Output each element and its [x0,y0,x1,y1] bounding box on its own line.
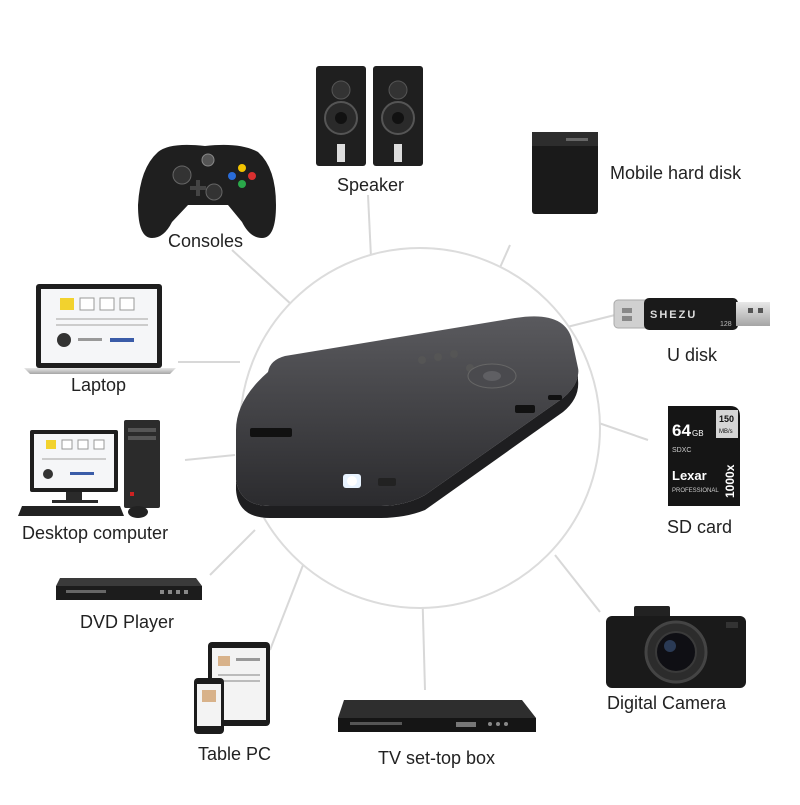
sd-speed-text: 150 [719,414,734,424]
label-u-disk: U disk [667,345,718,365]
connector-dvd [209,529,256,576]
desktop-computer-icon [18,420,160,518]
connector-consoles [231,249,293,306]
projector-icon [236,316,579,518]
label-dvd-player: DVD Player [80,612,175,632]
dvd-player-icon [56,578,202,600]
label-mobile-hard-disk: Mobile hard disk [610,163,742,183]
camera-icon [606,606,746,688]
label-tv-set-top-box: TV set-top box [378,748,496,768]
sd-capacity-unit-text: GB [692,429,704,438]
usb-capacity-text: 128 [720,321,732,328]
usb-brand-text: SHEZU [650,309,697,321]
connector-lines [178,194,649,691]
sd-line-text: PROFESSIONAL [672,488,719,494]
laptop-icon [24,284,176,374]
sd-rating-text: 1000x [723,464,737,498]
connector-camera [554,554,601,613]
usb-drive-icon: SHEZU 128 [613,298,770,330]
connector-desktop [184,454,236,461]
sd-card-icon: 64 GB 150 MB/s SDXC Lexar PROFESSIONAL 1… [668,406,740,506]
connector-table-pc [269,559,306,651]
game-controller-icon [138,144,276,238]
sd-speed-unit-text: MB/s [719,429,733,435]
sd-brand-text: Lexar [672,468,707,483]
label-consoles: Consoles [168,231,244,251]
label-digital-camera: Digital Camera [607,693,727,713]
hard-disk-icon [532,132,598,214]
set-top-box-icon [338,700,536,732]
sd-capacity-text: 64 [672,421,691,440]
label-table-pc: Table PC [198,744,272,764]
label-speaker: Speaker [337,175,405,195]
label-sd-card: SD card [667,517,733,537]
label-laptop: Laptop [71,375,127,395]
tablet-phone-icon [194,642,270,734]
speaker-icon [316,66,423,166]
sd-class-text: SDXC [672,447,691,454]
label-desktop-computer: Desktop computer [22,523,169,543]
